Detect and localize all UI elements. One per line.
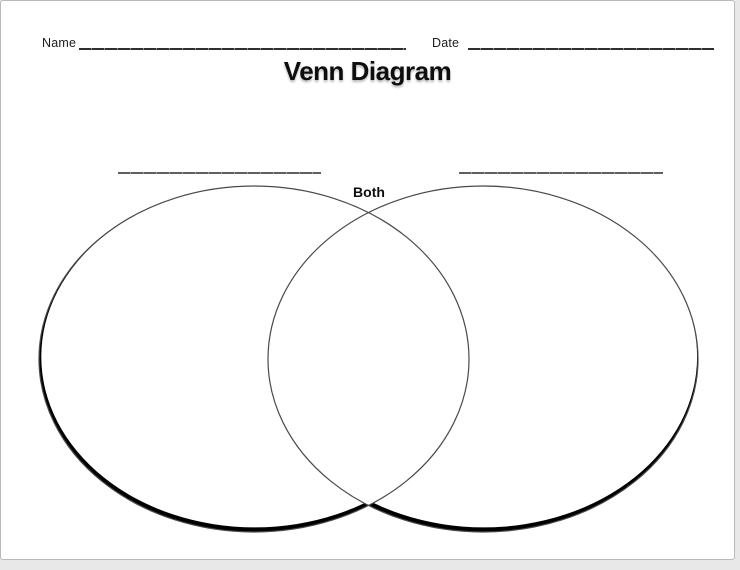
left-circle-shadow [39,186,469,532]
right-circle [267,185,699,533]
date-field-label: Date [432,36,460,50]
page-title: Venn Diagram [283,56,452,86]
both-label: Both [353,184,385,200]
name-field-label: Name [42,36,77,50]
date-blank-line [468,48,714,50]
right-category-blank-line [459,172,663,174]
right-circle-shadow [267,185,698,533]
left-category-blank-line [118,172,321,174]
worksheet-page: Name Date Venn Diagram Both [0,0,735,560]
name-blank-line [79,48,406,50]
left-circle [38,185,470,533]
